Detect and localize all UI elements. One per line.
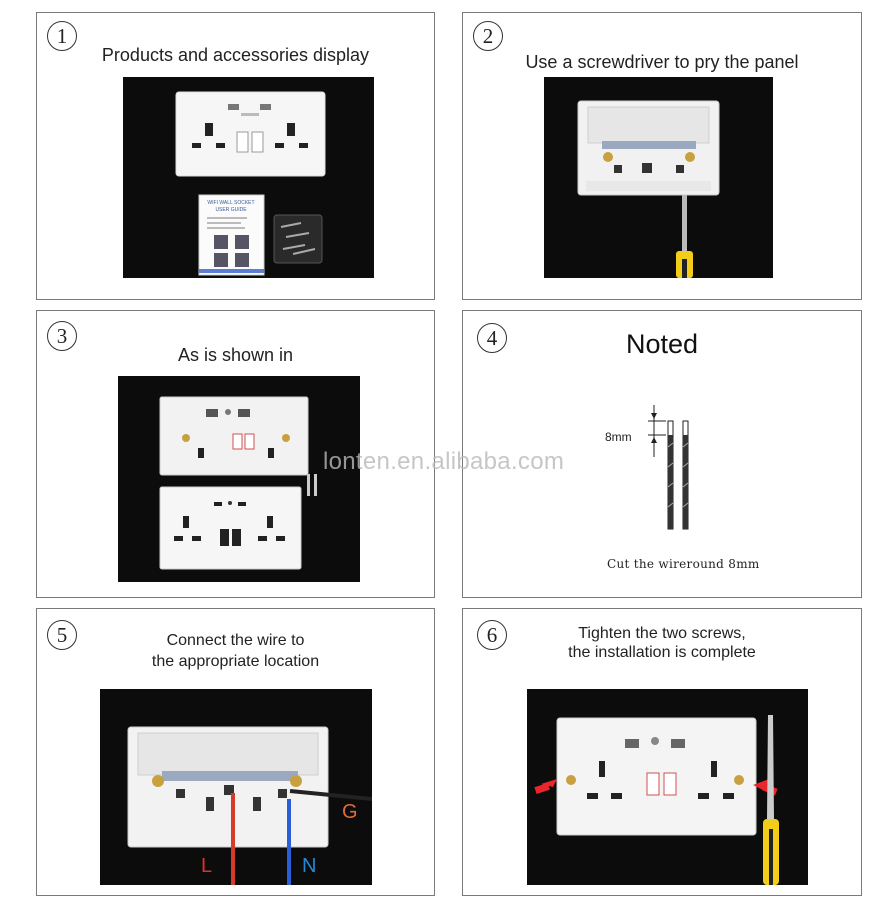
wire-diagram bbox=[648, 405, 689, 530]
step-title: As is shown in bbox=[177, 345, 294, 365]
product-photo: WIFI WALL SOCKET USER GUIDE bbox=[123, 77, 374, 278]
step-number: 1 bbox=[47, 21, 77, 51]
step-1-panel: 1 Products and accessories display WIFI … bbox=[36, 12, 435, 300]
manual-subtitle: USER GUIDE bbox=[215, 207, 247, 213]
cut-wire-note: Cut the wireround 8mm bbox=[607, 557, 760, 571]
step-number: 4 bbox=[477, 323, 507, 353]
disassembled-photo bbox=[118, 376, 360, 582]
pry-photo bbox=[544, 77, 773, 278]
ground-wire bbox=[289, 789, 372, 801]
step-4-panel: 4 Noted 8mm Cut the wireround 8mm bbox=[462, 310, 862, 598]
step-number: 6 bbox=[477, 620, 507, 650]
step-title: Use a screwdriver to pry the panel bbox=[525, 52, 799, 72]
disassembled-illustration bbox=[159, 396, 317, 570]
complete-photo bbox=[527, 689, 808, 885]
step-title: Products and accessories display bbox=[101, 45, 370, 65]
pry-illustration bbox=[577, 100, 720, 278]
step-2-panel: 2 Use a screwdriver to pry the panel bbox=[462, 12, 862, 300]
wiring-photo bbox=[100, 689, 372, 885]
measure-label: 8mm bbox=[605, 430, 632, 444]
step-6-panel: 6 Tighten the two screws, the installati… bbox=[462, 608, 862, 896]
step-number: 3 bbox=[47, 321, 77, 351]
products-illustration: WIFI WALL SOCKET USER GUIDE bbox=[175, 91, 326, 276]
step-title-line-2: the appropriate location bbox=[151, 653, 320, 670]
neutral-label: N bbox=[302, 855, 317, 877]
step-number: 2 bbox=[473, 21, 503, 51]
live-label: L bbox=[201, 855, 213, 877]
step-title-line-1: Tighten the two screws, bbox=[578, 625, 746, 642]
step-title-line-2: the installation is complete bbox=[568, 644, 756, 661]
step-title: Noted bbox=[625, 329, 699, 359]
step-3-panel: 3 As is shown in bbox=[36, 310, 435, 598]
step-5-panel: 5 Connect the wire to the appropriate lo… bbox=[36, 608, 435, 896]
step-number: 5 bbox=[47, 620, 77, 650]
complete-illustration bbox=[534, 715, 779, 885]
watermark: lonten.en.alibaba.com bbox=[323, 448, 565, 475]
manual-title: WIFI WALL SOCKET bbox=[207, 200, 254, 206]
wiring-illustration bbox=[127, 726, 372, 885]
ground-label: G bbox=[342, 801, 358, 823]
step-title-line-1: Connect the wire to bbox=[166, 632, 305, 649]
